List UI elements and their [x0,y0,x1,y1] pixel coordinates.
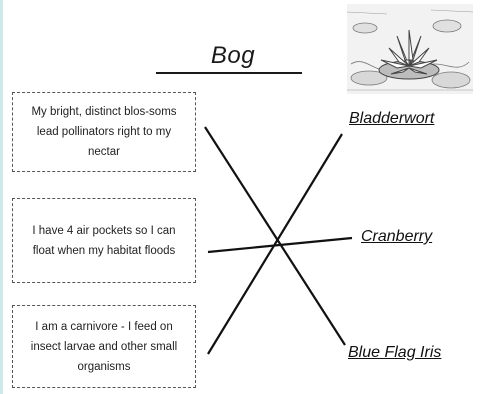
title-underline [156,72,302,74]
term-label: Blue Flag Iris [348,344,441,362]
clue-box: I have 4 air pockets so I can float when… [12,198,196,283]
term-label: Cranberry [361,228,432,246]
water-lily-sketch-icon [347,4,473,94]
term-label: Bladderwort [349,110,434,128]
clue-box: I am a carnivore - I feed on insect larv… [12,305,196,388]
clue-text: I am a carnivore - I feed on insect larv… [21,317,187,377]
match-line [208,238,352,252]
page-title: Bog [198,42,268,70]
match-line [208,134,342,354]
match-line [205,127,345,345]
left-accent-bar [0,0,3,394]
water-lily-drawing [347,4,473,94]
clue-text: I have 4 air pockets so I can float when… [21,221,187,261]
clue-box: My bright, distinct blos-soms lead polli… [12,92,196,172]
clue-text: My bright, distinct blos-soms lead polli… [21,102,187,162]
